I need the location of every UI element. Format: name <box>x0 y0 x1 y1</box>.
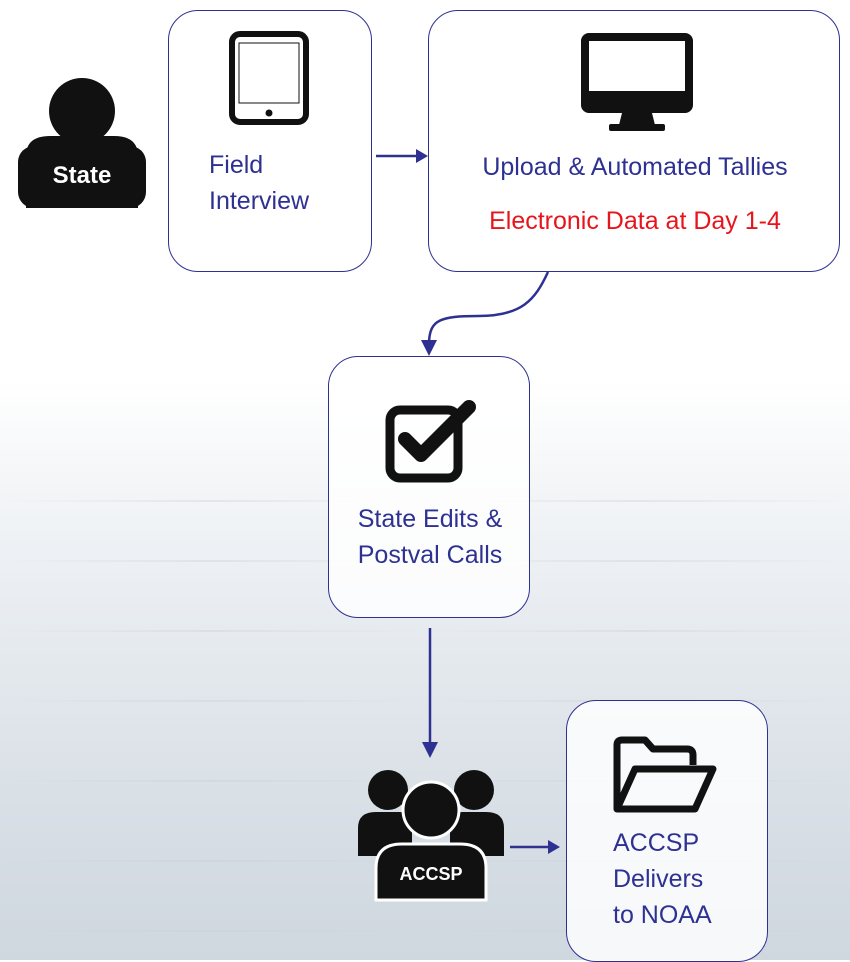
field-interview-box: Field Interview <box>168 10 372 272</box>
arrow-accsp-to-deliver <box>510 840 560 854</box>
accsp-label: ACCSP <box>399 864 463 884</box>
field-interview-line2: Interview <box>209 187 310 215</box>
state-actor: State <box>18 78 146 208</box>
upload-title: Upload & Automated Tallies <box>482 153 788 181</box>
group-icon <box>358 770 504 902</box>
tablet-icon <box>229 31 309 125</box>
state-edits-line2: Postval Calls <box>357 541 503 569</box>
state-edits-box: State Edits & Postval Calls <box>328 356 530 618</box>
state-label: State <box>52 162 112 189</box>
arrow-field-to-upload <box>376 149 428 163</box>
folder-open-icon <box>613 736 717 813</box>
deliver-line2: Delivers <box>613 865 704 893</box>
arrow-edits-to-accsp <box>422 628 438 758</box>
deliver-line1: ACCSP <box>613 829 700 857</box>
upload-note: Electronic Data at Day 1-4 <box>489 207 781 235</box>
deliver-box: ACCSP Delivers to NOAA <box>566 700 768 962</box>
monitor-icon <box>581 33 693 131</box>
accsp-actor: ACCSP <box>356 768 506 902</box>
field-interview-line1: Field <box>209 151 264 179</box>
checkbox-check-icon <box>385 400 476 483</box>
state-edits-line1: State Edits & <box>357 505 503 533</box>
deliver-line3: to NOAA <box>613 901 712 929</box>
person-icon <box>18 78 146 208</box>
upload-box: Upload & Automated Tallies Electronic Da… <box>428 10 840 272</box>
